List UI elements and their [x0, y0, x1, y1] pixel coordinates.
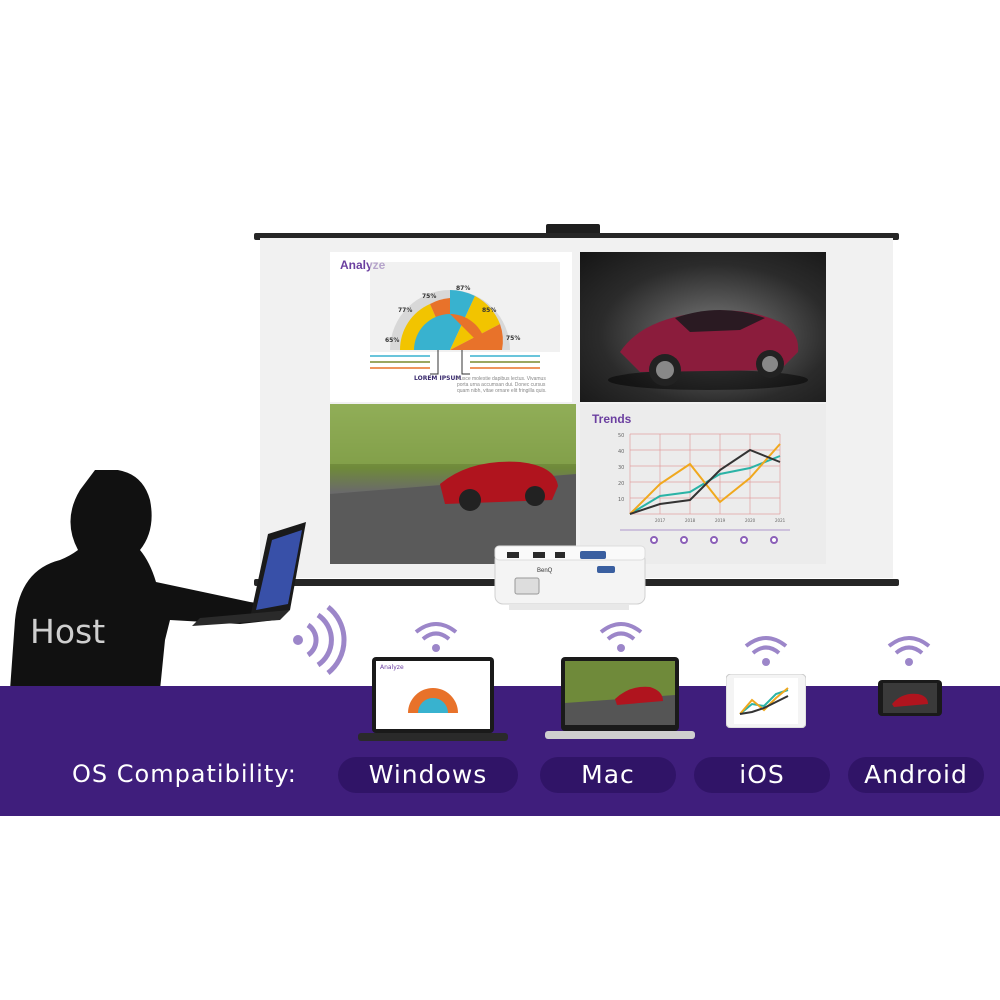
x-tick: 2021	[775, 518, 786, 523]
legend-text: LOREM IPSUM	[414, 375, 461, 382]
car-photo-studio	[580, 252, 826, 402]
svg-text:BenQ: BenQ	[537, 568, 553, 574]
os-pill-android: Android	[848, 757, 984, 793]
screen-top-bar	[254, 233, 899, 240]
x-tick: 2017	[655, 518, 666, 523]
trends-panel: Trends 50 40 30 20 10 2017	[580, 404, 826, 564]
trend-line-orange	[629, 443, 781, 515]
trends-title: Trends	[592, 412, 632, 426]
y-tick: 40	[618, 449, 624, 455]
pct-label: 75%	[506, 335, 520, 342]
os-pill-ios: iOS	[694, 757, 830, 793]
pct-label: 77%	[398, 307, 412, 314]
os-band	[0, 686, 1000, 816]
analyze-infographic: 65% 77% 75% 87% 85% 75% LOREM IPSUM	[370, 262, 560, 382]
os-compatibility-label: OS Compatibility:	[72, 760, 297, 788]
wifi-icon	[744, 636, 788, 666]
os-pill-windows: Windows	[338, 757, 518, 793]
svg-text:Analyze: Analyze	[380, 664, 404, 671]
android-phone	[878, 680, 942, 716]
x-tick: 2018	[685, 518, 696, 523]
os-pill-mac: Mac	[540, 757, 676, 793]
analyze-body-text: Fusce molestie dapibus lectus. Vivamus p…	[457, 376, 547, 394]
wifi-icon	[887, 636, 931, 666]
car-image	[608, 310, 808, 390]
projector-screen: Analyze 65% 77% 75% 87% 85% 75%	[254, 224, 899, 586]
trend-line-black	[629, 448, 781, 515]
ipad-device	[726, 674, 806, 728]
host-label: Host	[30, 612, 106, 651]
windows-laptop: Analyze	[358, 657, 508, 741]
host-silhouette	[10, 470, 306, 690]
pct-label: 87%	[456, 285, 470, 292]
x-tick: 2020	[745, 518, 756, 523]
y-tick: 50	[618, 433, 624, 439]
analyze-panel: Analyze 65% 77% 75% 87% 85% 75%	[330, 252, 572, 402]
y-tick: 20	[618, 481, 624, 487]
trends-chart: 50 40 30 20 10 2017 2018 2019 2020 2021	[618, 433, 790, 544]
y-tick: 30	[618, 465, 624, 471]
car-road-image	[330, 404, 576, 564]
pct-label: 85%	[482, 307, 496, 314]
y-tick: 10	[618, 497, 624, 503]
wifi-icon	[599, 622, 643, 652]
car-photo-road	[330, 404, 576, 564]
mac-laptop	[545, 657, 695, 739]
x-tick: 2019	[715, 518, 726, 523]
wireless-signal-icon	[293, 605, 347, 675]
projector: BenQ	[494, 545, 646, 610]
pct-label: 75%	[422, 293, 436, 300]
screen-surface: Analyze 65% 77% 75% 87% 85% 75%	[260, 238, 893, 578]
pct-label: 65%	[385, 337, 399, 344]
wifi-icon	[414, 622, 458, 652]
